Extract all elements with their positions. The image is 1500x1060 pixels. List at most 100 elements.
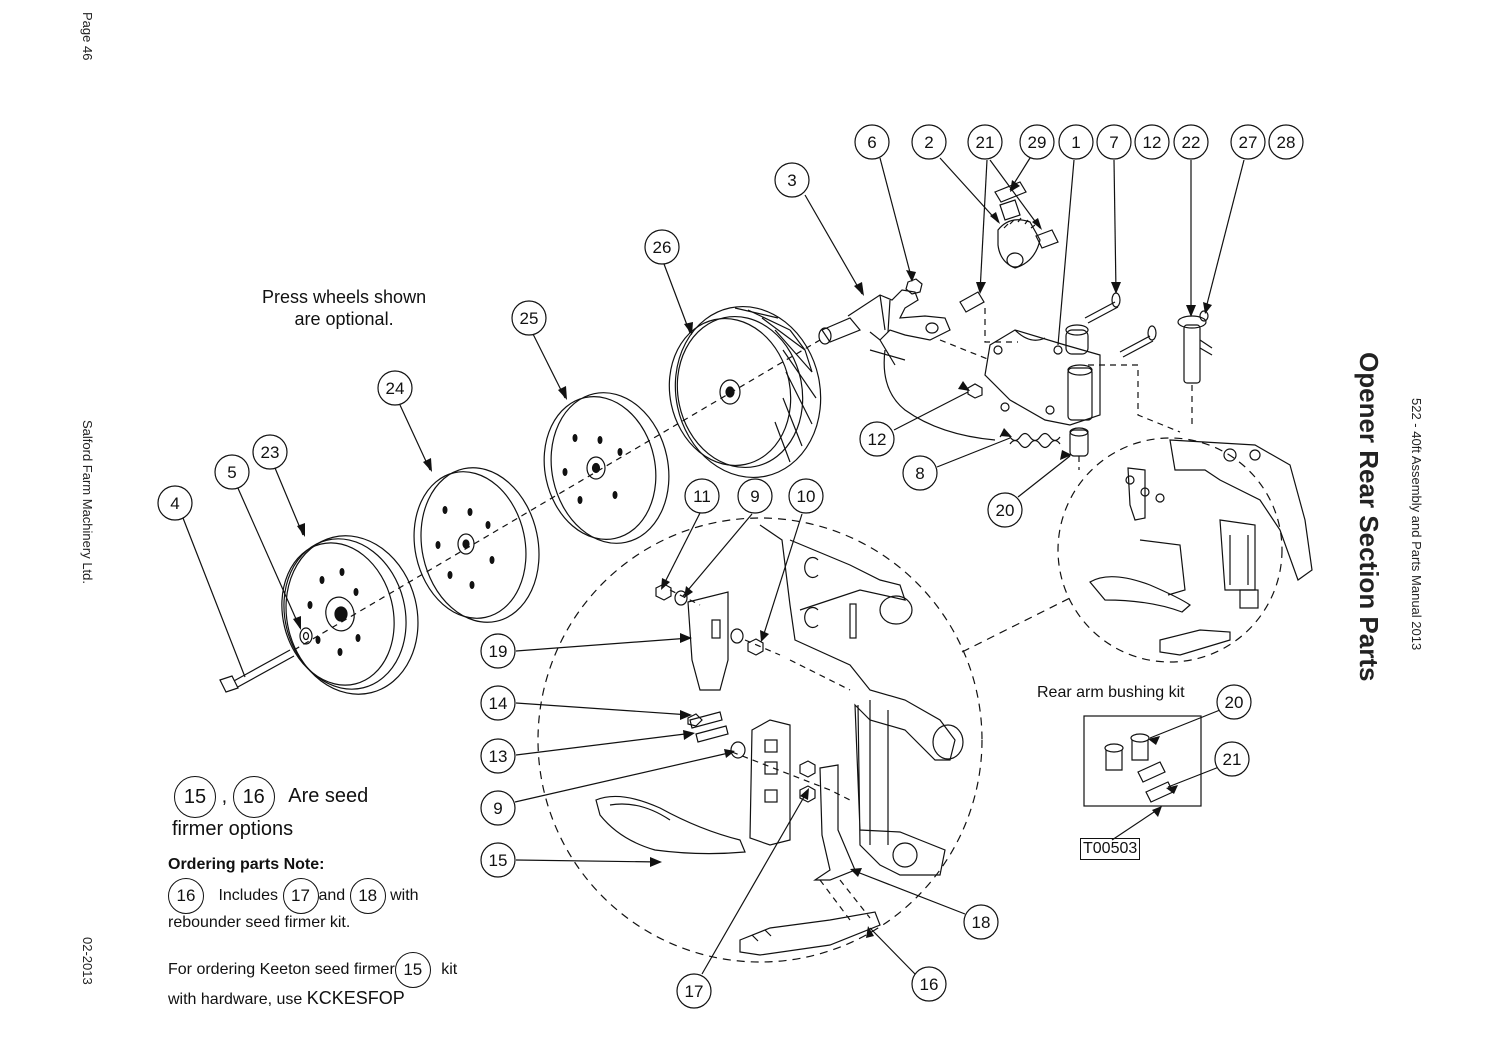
press-wheel-26 [668, 305, 822, 479]
callout-16: 16 [911, 966, 947, 1002]
svg-text:24: 24 [386, 379, 405, 398]
callout-12: 12 [1134, 124, 1170, 160]
callout-2: 2 [911, 124, 947, 160]
svg-text:26: 26 [653, 238, 672, 257]
svg-text:29: 29 [1028, 133, 1047, 152]
press-wheel-25 [543, 392, 670, 544]
callout-7: 7 [1096, 124, 1132, 160]
svg-text:6: 6 [867, 133, 876, 152]
bushing-kit-code: T00503 [1080, 838, 1141, 860]
pivot-pin-22 [1177, 310, 1213, 384]
svg-text:27: 27 [1239, 133, 1258, 152]
svg-text:20: 20 [1225, 693, 1244, 712]
callout-22: 22 [1173, 124, 1209, 160]
ordering-callout-16: 16 [168, 878, 204, 914]
kit-parts [1104, 733, 1174, 803]
svg-text:13: 13 [489, 747, 508, 766]
svg-text:10: 10 [797, 487, 816, 506]
gear-assembly [994, 181, 1059, 269]
svg-text:4: 4 [170, 494, 179, 513]
callout-26: 26 [644, 229, 680, 265]
kit-text: kit [441, 961, 458, 979]
firmer-options-note: 15 , 16 Are seed [174, 776, 368, 818]
kit-part-number: KCKESFOP [306, 988, 405, 1008]
callout-5: 5 [214, 454, 250, 490]
callout-8: 8 [902, 455, 938, 491]
callout-24: 24 [377, 370, 413, 406]
bushing-stack [1065, 324, 1093, 457]
rear-arm-3 [818, 289, 951, 345]
callout-15: 15 [480, 842, 516, 878]
callout-28: 28 [1268, 124, 1304, 160]
ordering-note-title: Ordering parts Note: [168, 856, 325, 873]
svg-text:1: 1 [1071, 133, 1080, 152]
svg-text:18: 18 [972, 913, 991, 932]
leader-lines [182, 157, 1245, 975]
firmer-text1: Are seed [288, 785, 369, 808]
svg-text:9: 9 [750, 487, 759, 506]
svg-text:11: 11 [693, 487, 711, 506]
spring-8 [999, 432, 1061, 449]
svg-text:14: 14 [489, 694, 508, 713]
callout-9: 9 [737, 478, 773, 514]
callout-29: 29 [1019, 124, 1055, 160]
detail-circle-small [1057, 437, 1283, 663]
ordering-includes-text: Includes [218, 887, 279, 905]
svg-text:2: 2 [924, 133, 933, 152]
kit-callout-20: 20 [1216, 684, 1252, 720]
firmer-callout-15: 15 [174, 776, 216, 818]
callouts: 6 2 21 29 1 7 12 22 27 28 3 26 25 24 23 … [157, 124, 1304, 1009]
detail-small-parts [1089, 439, 1313, 656]
ordering-note-line2: rebounder seed firmer kit. [168, 914, 351, 931]
callout-20: 20 [987, 492, 1023, 528]
detail-circle-large [537, 517, 983, 963]
kit-box [1083, 715, 1202, 807]
nut-6 [905, 278, 923, 295]
callout-14: 14 [480, 685, 516, 721]
callout-21: 21 [967, 124, 1003, 160]
press-wheel-23 [281, 535, 419, 695]
svg-text:17: 17 [685, 982, 704, 1001]
ordering-and-text: and [318, 887, 346, 905]
svg-text:7: 7 [1109, 133, 1118, 152]
svg-text:3: 3 [787, 171, 796, 190]
callout-19: 19 [480, 633, 516, 669]
svg-text:12: 12 [1143, 133, 1162, 152]
callout-25: 25 [511, 300, 547, 336]
arrowheads [293, 180, 1212, 938]
svg-text:19: 19 [489, 642, 508, 661]
press-wheel-24 [413, 467, 540, 623]
svg-text:21: 21 [1223, 750, 1242, 769]
firmer-text2: firmer options [172, 818, 294, 840]
nut-10 [747, 638, 764, 656]
callout-17: 17 [676, 973, 712, 1009]
axle-bolt-4 [219, 627, 313, 693]
svg-text:9: 9 [493, 799, 502, 818]
svg-text:20: 20 [996, 501, 1015, 520]
svg-text:15: 15 [489, 851, 508, 870]
nut-12 [967, 383, 983, 399]
callout-4: 4 [157, 485, 193, 521]
svg-text:22: 22 [1182, 133, 1201, 152]
ordering-callout-18: 18 [349, 878, 386, 914]
bushing-kit-title: Rear arm bushing kit [1037, 684, 1185, 701]
callout-27: 27 [1230, 124, 1266, 160]
svg-text:8: 8 [915, 464, 924, 483]
svg-text:16: 16 [920, 975, 939, 994]
callout-9b: 9 [480, 790, 516, 826]
kit-callout-21: 21 [1214, 741, 1250, 777]
firmer-comma: , [221, 785, 228, 808]
svg-text:12: 12 [868, 430, 887, 449]
firmer-callout-16: 16 [232, 776, 275, 818]
callout-3: 3 [774, 162, 810, 198]
mount-plate-1 [984, 329, 1101, 426]
ordering-callout-15: 15 [394, 952, 431, 988]
hardware-text: with hardware, use [168, 991, 303, 1008]
svg-text:21: 21 [976, 133, 995, 152]
callout-12b: 12 [859, 421, 895, 457]
callout-11: 11 [684, 478, 720, 514]
